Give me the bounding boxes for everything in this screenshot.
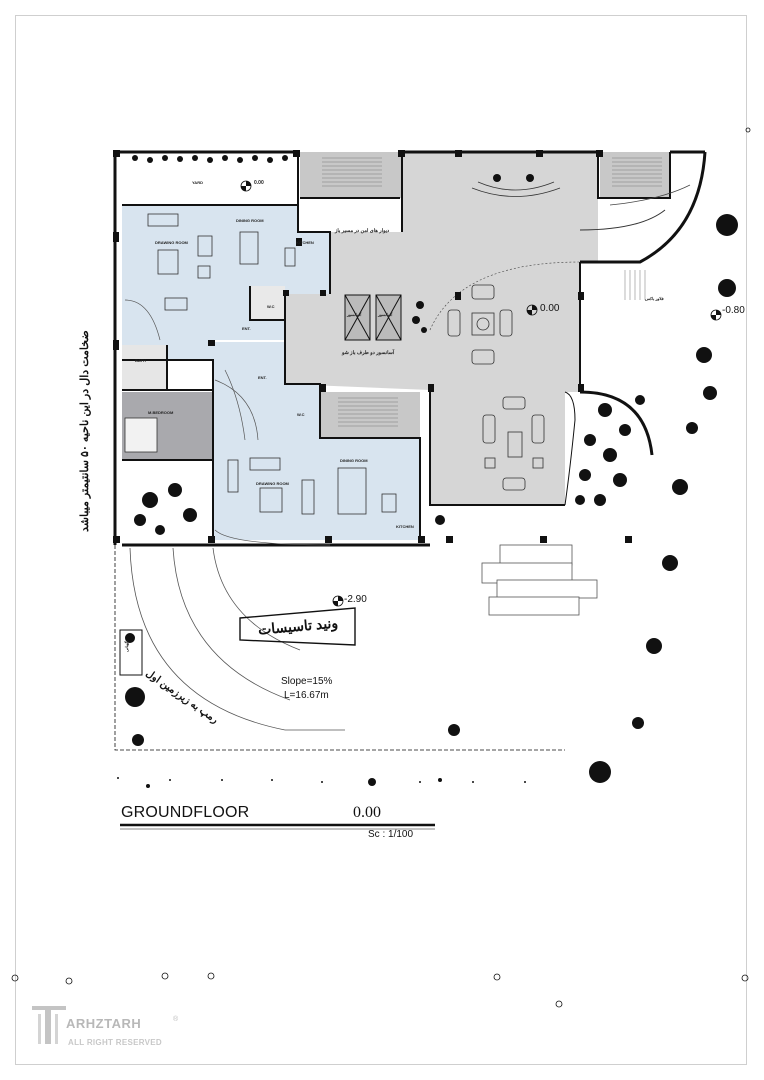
room-label-ent-2: ENT.	[258, 375, 267, 380]
drawing-title-level: 0.00	[353, 804, 381, 821]
note-elevator-1: آسانسور	[347, 312, 362, 317]
note-flower-box: فلاور باکس	[645, 296, 664, 301]
ramp-slope: Slope=15%	[281, 676, 333, 687]
room-label-drawing-1: DRAWING ROOM	[155, 240, 188, 245]
level-label-ramp-base: -2.90	[344, 594, 367, 605]
level-label-entry: -0.80	[722, 305, 745, 316]
drawing-sheet-border	[15, 15, 747, 1065]
logo-brand-text: ARHZTARH	[66, 1016, 142, 1031]
room-label-yard: YARD	[192, 180, 203, 185]
ramp-length: L=16.67m	[284, 690, 329, 701]
guard-post	[119, 629, 143, 676]
brand-logo: ARHZTARH ALL RIGHT RESERVED ®	[30, 1002, 180, 1052]
drawing-title: GROUNDFLOOR	[121, 804, 250, 821]
stair-core-north	[300, 152, 402, 198]
property-line	[114, 545, 565, 751]
unit-2-floor	[213, 342, 420, 540]
room-label-kitchen-2: KITCHEN	[396, 524, 414, 529]
level-label-yard: 0.00	[254, 180, 264, 186]
note-guard-post: نگهبانی	[124, 639, 129, 652]
level-label-lobby: 0.00	[540, 303, 560, 314]
unit-1-floor	[122, 205, 330, 360]
room-label-kitchen-1: KITCHEN	[296, 240, 314, 245]
site-trees	[125, 214, 738, 786]
note-slab-thickness: ضخامت دال در این ناحیه ۵۰ سانتیمتر میباش…	[79, 330, 91, 532]
logo-registered-mark: ®	[173, 1016, 179, 1023]
room-label-wc-2: W.C	[297, 412, 305, 417]
entrance-step-4	[488, 596, 580, 616]
lobby-floor	[285, 152, 598, 505]
ramp	[129, 547, 345, 731]
room-label-dining-1: DINING ROOM	[236, 218, 264, 223]
stair-core-center	[320, 392, 420, 438]
room-label-wc-1: W.C	[267, 304, 275, 309]
logo-mark-icon	[32, 1006, 66, 1044]
drawing-scale: Sc : 1/100	[368, 829, 414, 840]
room-label-m-bedroom: M.BEDROOM	[148, 410, 174, 415]
wc-1-floor	[250, 286, 285, 320]
logo-rights-text: ALL RIGHT RESERVED	[68, 1038, 163, 1047]
note-elevator-2: آسانسور	[378, 312, 393, 317]
planting	[134, 301, 645, 535]
bath-floor	[122, 345, 167, 390]
entrance-step-1	[499, 544, 573, 566]
room-label-dining-2: DINING ROOM	[340, 458, 368, 463]
room-label-drawing-2: DRAWING ROOM	[256, 481, 289, 486]
room-label-bath: BATH	[135, 358, 146, 363]
installations-wall	[239, 607, 356, 646]
note-wall: دیوار های امن در مسیر باز	[335, 228, 390, 234]
stair-core-northeast	[600, 152, 670, 198]
entrance-step-3	[496, 579, 598, 599]
note-elevator-both-sides: آسانسور دو طرف باز شو	[342, 350, 395, 356]
room-label-ent-1: ENT.	[242, 326, 251, 331]
elevator-shafts	[344, 294, 402, 341]
